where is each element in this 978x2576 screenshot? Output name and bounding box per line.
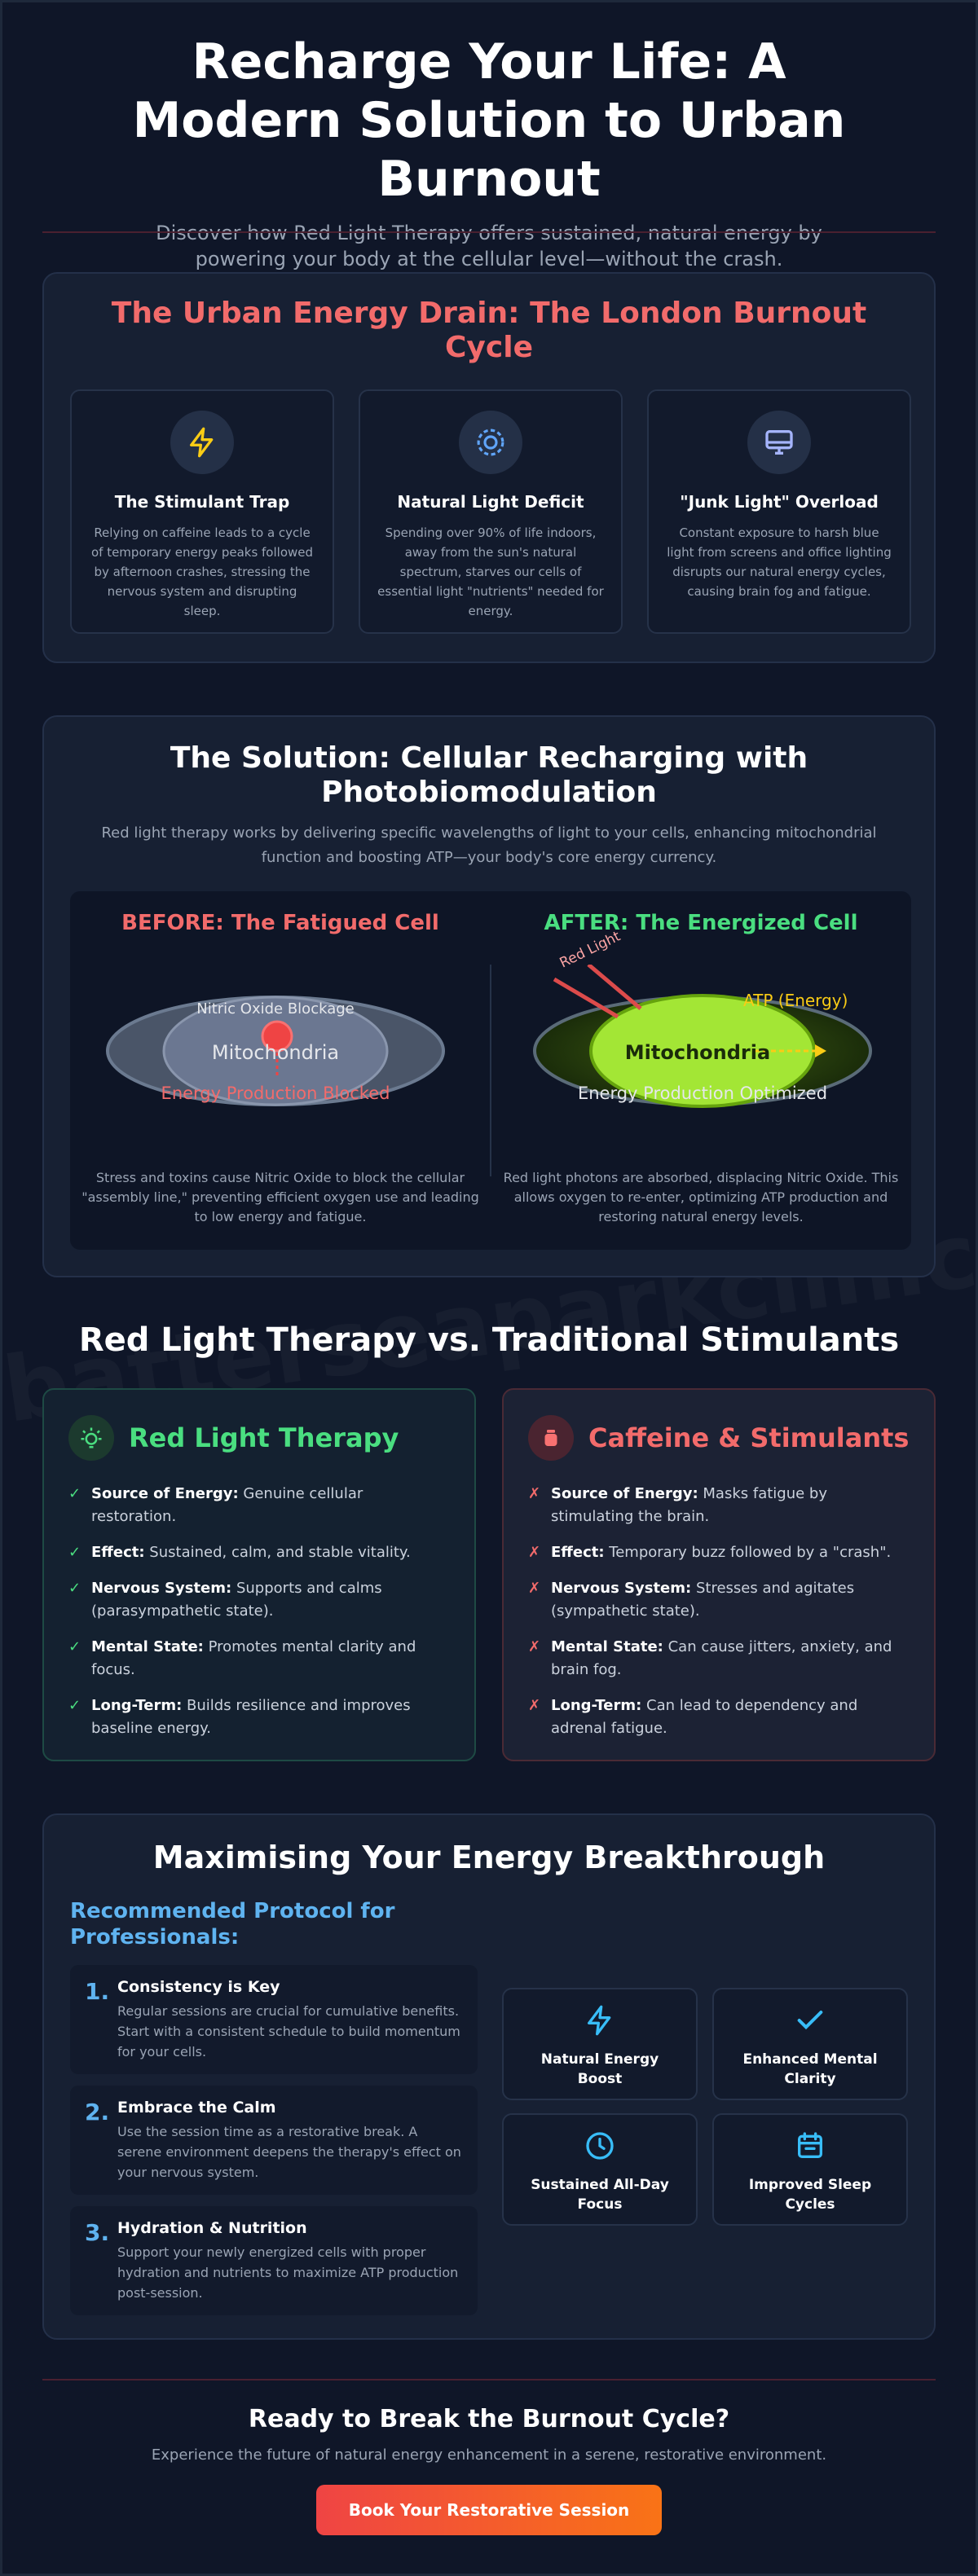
energy-drain-title: The Urban Energy Drain: The London Burno…: [111, 297, 867, 364]
cross-icon: ✗: [528, 1580, 541, 1597]
maximise-title: Maximising Your Energy Breakthrough: [152, 1840, 826, 1875]
drain-card-junk-light: "Junk Light" Overload Constant exposure …: [647, 389, 911, 634]
sun-gear-icon: [459, 411, 522, 474]
list-item: ✓Long-Term: Builds resilience and improv…: [68, 1695, 450, 1740]
step-title: Hydration & Nutrition: [117, 2219, 307, 2237]
list-item: ✗Mental State: Can cause jitters, anxiet…: [528, 1636, 910, 1681]
step-number: 2.: [85, 2099, 110, 2125]
benefit-label: Sustained All-Day Focus: [531, 2177, 669, 2213]
check-icon: ✓: [68, 1697, 82, 1714]
step-title: Embrace the Calm: [117, 2099, 276, 2117]
after-heading: AFTER: The Energized Cell: [544, 911, 858, 935]
rlt-title: Red Light Therapy: [129, 1422, 399, 1453]
cta-title: Ready to Break the Burnout Cycle?: [248, 2405, 730, 2433]
lightning-icon: [588, 2005, 611, 2036]
solution-section: The Solution: Cellular Recharging with P…: [42, 715, 936, 1277]
cross-icon: ✗: [528, 1544, 541, 1561]
check-icon: ✓: [68, 1638, 82, 1655]
list-item: ✓Source of Energy: Genuine cellular rest…: [68, 1483, 450, 1528]
check-icon: [797, 2011, 823, 2030]
protocol-heading: Recommended Protocol for Professionals:: [70, 1899, 395, 1950]
drain-card-light-deficit: Natural Light Deficit Spending over 90% …: [359, 389, 623, 634]
benefit-label: Improved Sleep Cycles: [748, 2177, 872, 2213]
benefit-card: Improved Sleep Cycles: [712, 2113, 908, 2226]
page-subtitle: Discover how Red Light Therapy offers su…: [156, 222, 822, 270]
drain-card-text: Spending over 90% of life indoors, away …: [377, 525, 604, 618]
energy-blocked-label: Energy Production Blocked: [161, 1084, 390, 1103]
benefit-label: Enhanced Mental Clarity: [742, 2051, 878, 2087]
before-heading: BEFORE: The Fatigued Cell: [121, 911, 439, 935]
after-description: Red light photons are absorbed, displaci…: [503, 1170, 899, 1224]
solution-subtitle: Red light therapy works by delivering sp…: [101, 824, 877, 866]
check-icon: ✓: [68, 1580, 82, 1597]
list-item: ✓Nervous System: Supports and calms (par…: [68, 1577, 450, 1623]
drain-card-title: "Junk Light" Overload: [680, 492, 879, 512]
before-description: Stress and toxins cause Nitric Oxide to …: [82, 1170, 479, 1224]
rlt-card: Red Light Therapy ✓Source of Energy: Gen…: [42, 1388, 476, 1761]
step-title: Consistency is Key: [117, 1978, 280, 1996]
caffeine-list: ✗Source of Energy: Masks fatigue by stim…: [528, 1483, 910, 1740]
energy-drain-section: The Urban Energy Drain: The London Burno…: [42, 272, 936, 663]
cross-icon: ✗: [528, 1697, 541, 1714]
divider: [42, 2379, 936, 2380]
caffeine-card: Caffeine & Stimulants ✗Source of Energy:…: [502, 1388, 936, 1761]
benefit-card: Natural Energy Boost: [502, 1988, 698, 2100]
list-item: ✗Long-Term: Can lead to dependency and a…: [528, 1695, 910, 1740]
cta-section: Ready to Break the Burnout Cycle? Experi…: [0, 2405, 978, 2535]
cross-icon: ✗: [528, 1485, 541, 1502]
energy-optimized-label: Energy Production Optimized: [577, 1084, 828, 1103]
step-text: Support your newly energized cells with …: [117, 2244, 459, 2301]
cross-icon: ✗: [528, 1638, 541, 1655]
divider: [42, 231, 936, 233]
list-item: ✗Source of Energy: Masks fatigue by stim…: [528, 1483, 910, 1528]
step-text: Use the session time as a restorative br…: [117, 2124, 461, 2180]
book-session-button[interactable]: Book Your Restorative Session: [316, 2485, 662, 2535]
monitor-icon: [747, 411, 811, 474]
list-item: ✗Effect: Temporary buzz followed by a "c…: [528, 1541, 910, 1564]
clock-icon: [586, 2132, 614, 2160]
mitochondria-label-before: Mitochondria: [211, 1041, 340, 1064]
check-icon: ✓: [68, 1485, 82, 1502]
fatigued-cell-diagram: [106, 996, 445, 1106]
page-title: Recharge Your Life: A Modern Solution to…: [132, 33, 846, 208]
drain-card-text: Constant exposure to harsh blue light fr…: [667, 525, 892, 599]
step-text: Regular sessions are crucial for cumulat…: [117, 2003, 460, 2059]
step-number: 1.: [85, 1978, 110, 2005]
drain-card-title: The Stimulant Trap: [114, 492, 290, 512]
benefit-card: Sustained All-Day Focus: [502, 2113, 698, 2226]
benefit-card: Enhanced Mental Clarity: [712, 1988, 908, 2100]
cta-subtitle: Experience the future of natural energy …: [151, 2446, 827, 2464]
list-item: ✓Effect: Sustained, calm, and stable vit…: [68, 1541, 450, 1564]
cell-comparison-panel: BEFORE: The Fatigued Cell AFTER: The Ene…: [70, 891, 911, 1250]
list-item: ✓Mental State: Promotes mental clarity a…: [68, 1636, 450, 1681]
hero-section: Recharge Your Life: A Modern Solution to…: [0, 33, 978, 272]
nitric-oxide-label: Nitric Oxide Blockage: [196, 1000, 355, 1018]
caffeine-title: Caffeine & Stimulants: [588, 1422, 910, 1453]
step-number: 3.: [85, 2219, 110, 2246]
rlt-list: ✓Source of Energy: Genuine cellular rest…: [68, 1483, 450, 1740]
solution-title: The Solution: Cellular Recharging with P…: [170, 741, 808, 809]
coffee-cup-icon: [528, 1415, 574, 1461]
drain-card-text: Relying on caffeine leads to a cycle of …: [90, 525, 314, 618]
maximise-section: Maximising Your Energy Breakthrough Reco…: [42, 1813, 936, 2340]
cell-illustrations: [106, 965, 872, 1108]
cell-divider: [490, 965, 491, 1176]
lightning-icon: [170, 411, 234, 474]
check-icon: ✓: [68, 1544, 82, 1561]
energized-cell-diagram: [533, 965, 872, 1108]
atp-label: ATP (Energy): [743, 991, 848, 1010]
mitochondria-label-after: Mitochondria: [624, 1041, 771, 1064]
benefit-label: Natural Energy Boost: [540, 2051, 659, 2087]
list-item: ✗Nervous System: Stresses and agitates (…: [528, 1577, 910, 1623]
comparison-title: Red Light Therapy vs. Traditional Stimul…: [78, 1321, 900, 1359]
drain-card-title: Natural Light Deficit: [397, 492, 584, 512]
drain-card-stimulant-trap: The Stimulant Trap Relying on caffeine l…: [70, 389, 334, 634]
calendar-icon: [798, 2132, 822, 2158]
lightbulb-icon: [68, 1415, 114, 1461]
